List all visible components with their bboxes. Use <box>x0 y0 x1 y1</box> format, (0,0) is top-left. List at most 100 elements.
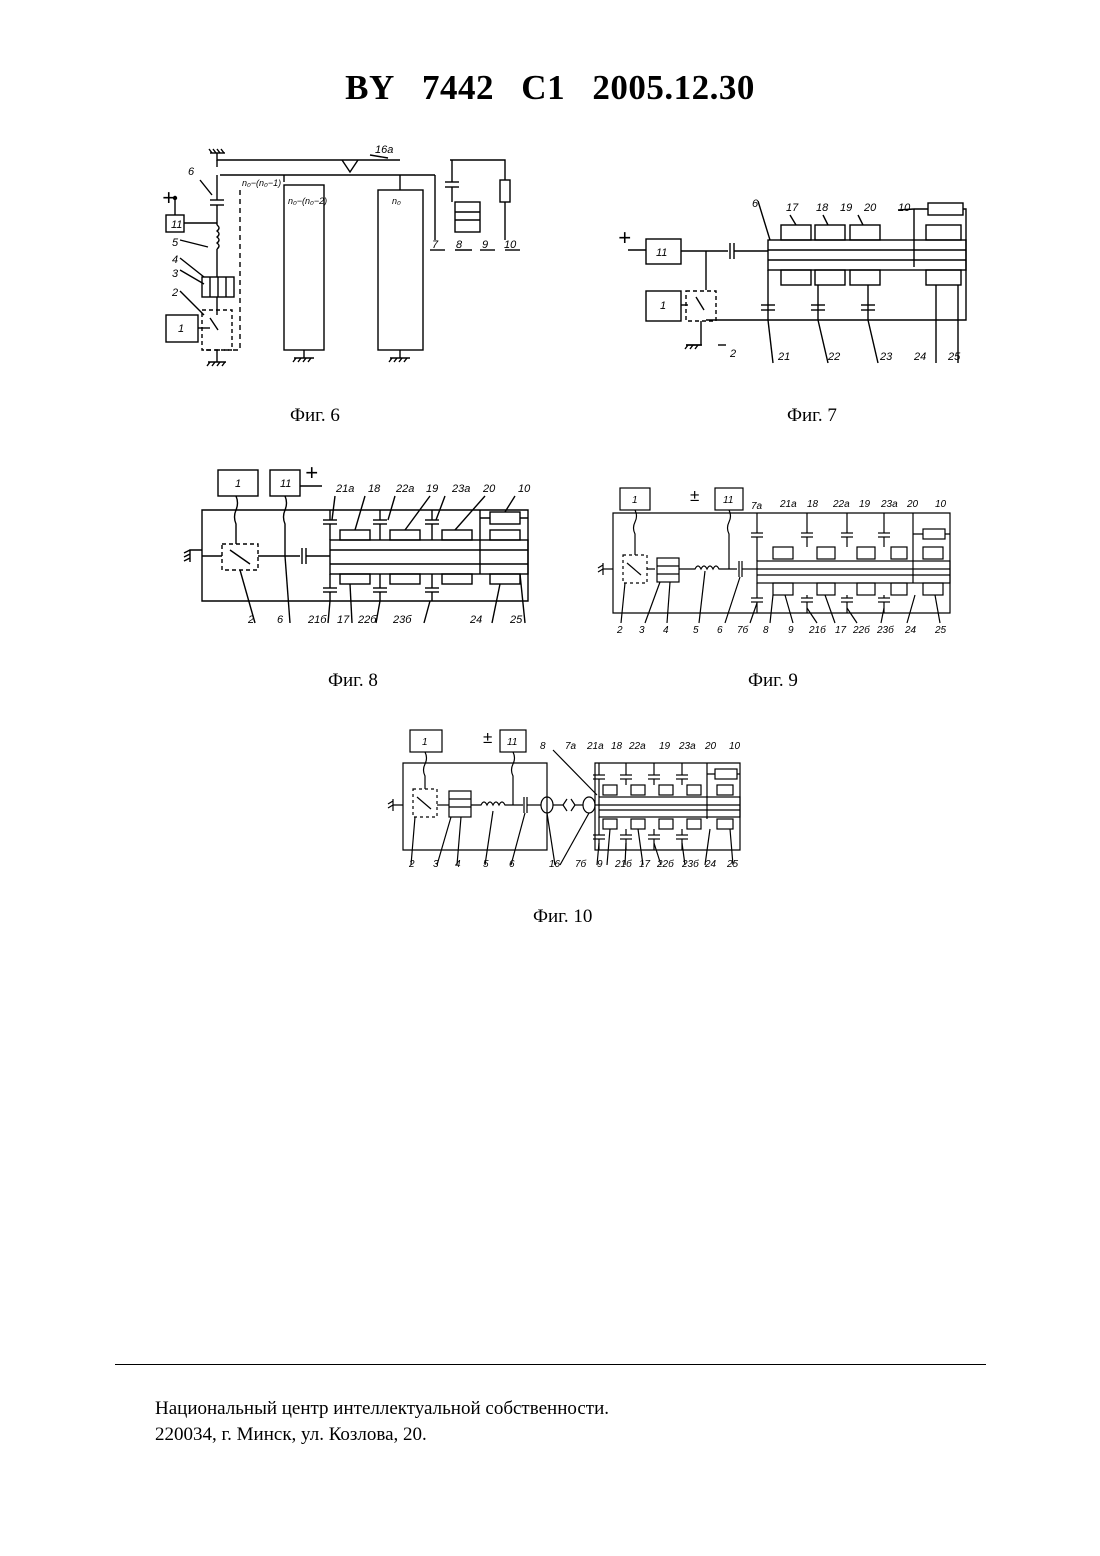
label-6: 6 <box>188 166 195 178</box>
label-9: 9 <box>482 239 488 251</box>
figure-8: 1 11 + 21a 18 22a 19 23a 20 10 2 6 21б 1… <box>180 458 540 638</box>
label-10: 10 <box>898 202 911 214</box>
label-21a: 21a <box>335 483 354 495</box>
label-23a: 23a <box>880 499 898 510</box>
label-6: 6 <box>277 614 284 626</box>
label-20: 20 <box>482 483 496 495</box>
label-4: 4 <box>172 254 178 266</box>
label-5: 5 <box>483 859 489 870</box>
caption-fig-7: Фиг. 7 <box>787 405 837 427</box>
label-21: 21 <box>777 351 790 363</box>
figure-6: 6 16a + 11 5 4 3 2 1 n₀−(n₀−1) n₀−(n₀−2)… <box>160 140 520 375</box>
label-10: 10 <box>729 741 741 752</box>
label-17: 17 <box>639 859 651 870</box>
figure-7: + 11 1 6 17 18 19 20 10 2 21 22 23 24 25 <box>618 195 978 370</box>
figure-8-diagram: 1 11 + 21a 18 22a 19 23a 20 10 2 6 21б 1… <box>180 458 540 638</box>
label-17: 17 <box>337 614 350 626</box>
caption-fig-6: Фиг. 6 <box>290 405 340 427</box>
label-2: 2 <box>247 614 254 626</box>
caption-fig-10: Фиг. 10 <box>533 906 592 928</box>
label-10: 10 <box>935 499 947 510</box>
label-23b: 23б <box>681 858 699 870</box>
label-plus: + <box>162 185 175 210</box>
label-25: 25 <box>509 614 523 626</box>
label-22: 22 <box>827 351 840 363</box>
label-7b: 7б <box>575 858 587 870</box>
label-5: 5 <box>693 625 699 636</box>
caption-fig-8: Фиг. 8 <box>328 670 378 692</box>
label-19: 19 <box>659 741 671 752</box>
label-9: 9 <box>788 625 794 636</box>
figure-10-diagram: 1 ± 11 8 7a 21a 18 22a 19 23a 20 10 2 3 … <box>385 725 750 875</box>
label-4: 4 <box>455 859 461 870</box>
header-date: 2005.12.30 <box>592 68 755 107</box>
label-pm: ± <box>483 728 492 747</box>
label-col2: n₀−(n₀−2) <box>288 196 327 206</box>
label-21b: 21б <box>808 624 826 636</box>
label-1: 1 <box>660 300 666 312</box>
label-1: 1 <box>632 495 638 506</box>
label-11: 11 <box>280 478 291 490</box>
label-3: 3 <box>172 268 179 280</box>
figure-9-diagram: 1 ± 11 7a 21a 18 22a 19 23a 20 10 2 3 4 … <box>595 483 965 643</box>
label-2: 2 <box>408 859 415 870</box>
label-20: 20 <box>863 202 877 214</box>
label-8: 8 <box>763 625 769 636</box>
footer-line-1: Национальный центр интеллектуальной собс… <box>155 1396 609 1422</box>
label-21a: 21a <box>586 741 604 752</box>
label-3: 3 <box>433 859 439 870</box>
label-3: 3 <box>639 625 645 636</box>
label-7: 7 <box>432 239 439 251</box>
label-22b: 22б <box>656 858 674 870</box>
label-11: 11 <box>723 495 733 506</box>
label-6: 6 <box>717 625 723 636</box>
label-22b: 22б <box>852 624 870 636</box>
label-plus: + <box>618 225 631 250</box>
figure-7-diagram: + 11 1 6 17 18 19 20 10 2 21 22 23 24 25 <box>618 195 978 370</box>
label-7b: 7б <box>737 624 749 636</box>
label-5: 5 <box>172 237 179 249</box>
label-18: 18 <box>807 499 819 510</box>
label-23: 23 <box>879 351 893 363</box>
label-20: 20 <box>906 499 919 510</box>
figure-9: 1 ± 11 7a 21a 18 22a 19 23a 20 10 2 3 4 … <box>595 483 965 643</box>
label-7a: 7a <box>565 741 577 752</box>
label-24: 24 <box>904 625 917 636</box>
label-17: 17 <box>835 625 847 636</box>
label-22a: 22a <box>628 741 646 752</box>
label-19: 19 <box>840 202 852 214</box>
footer-divider <box>115 1364 986 1365</box>
document-header: BY 7442 C1 2005.12.30 <box>0 68 1100 108</box>
label-19: 19 <box>426 483 438 495</box>
label-8: 8 <box>540 741 546 752</box>
label-18: 18 <box>611 741 623 752</box>
caption-fig-9: Фиг. 9 <box>748 670 798 692</box>
label-6: 6 <box>752 198 759 210</box>
label-23a: 23a <box>451 483 470 495</box>
label-24: 24 <box>469 614 482 626</box>
label-8: 8 <box>456 239 463 251</box>
label-22a: 22a <box>832 499 850 510</box>
label-9: 9 <box>597 859 603 870</box>
footer-line-2: 220034, г. Минск, ул. Козлова, 20. <box>155 1422 609 1448</box>
label-1: 1 <box>235 478 241 490</box>
label-25: 25 <box>947 351 961 363</box>
label-23b: 23б <box>392 614 412 626</box>
label-1: 1 <box>422 737 428 748</box>
label-11: 11 <box>171 219 182 231</box>
figure-6-diagram: 6 16a + 11 5 4 3 2 1 n₀−(n₀−1) n₀−(n₀−2)… <box>160 140 520 375</box>
label-16: 16 <box>549 859 561 870</box>
label-18: 18 <box>368 483 381 495</box>
label-24: 24 <box>704 859 717 870</box>
label-11: 11 <box>507 737 517 748</box>
label-col1: n₀−(n₀−1) <box>242 178 281 188</box>
label-21a: 21a <box>779 499 797 510</box>
label-2: 2 <box>729 348 736 360</box>
label-23a: 23a <box>678 741 696 752</box>
label-24: 24 <box>913 351 926 363</box>
label-17: 17 <box>786 202 799 214</box>
label-10: 10 <box>504 239 517 251</box>
header-number: 7442 <box>422 68 494 107</box>
label-22b: 22б <box>357 614 377 626</box>
label-23b: 23б <box>876 624 894 636</box>
